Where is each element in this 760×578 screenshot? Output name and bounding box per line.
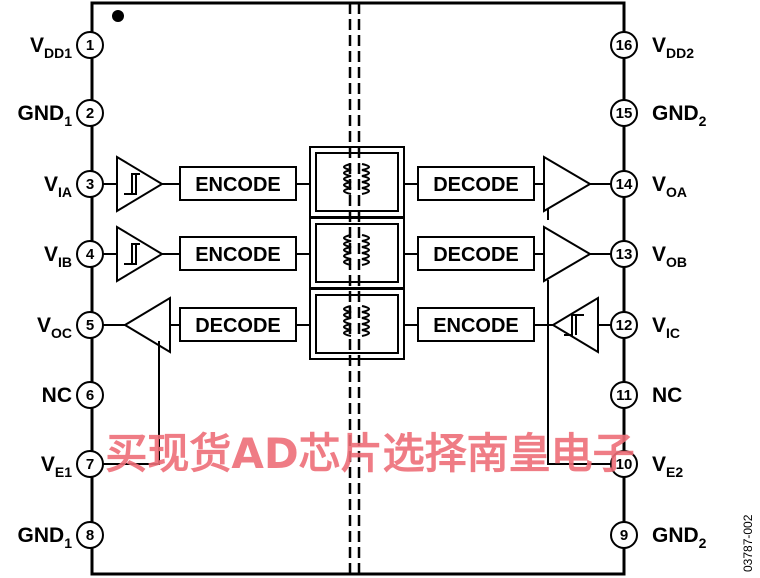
pin-label: GND2 xyxy=(652,524,707,551)
decode-label: DECODE xyxy=(433,244,519,266)
pin-label: GND1 xyxy=(18,102,73,129)
figure-code: 03787-002 xyxy=(741,514,755,572)
pin1-dot-icon xyxy=(112,10,124,22)
pin-label: VDD2 xyxy=(652,34,694,61)
enable-line-ve2 xyxy=(547,280,611,465)
pin-number: 4 xyxy=(86,246,95,263)
channel-c: DECODE ENCODE xyxy=(103,296,611,354)
pin-label: VIA xyxy=(44,173,72,200)
pin-3: 3 VIA xyxy=(44,170,104,200)
pin-number: 10 xyxy=(616,456,633,473)
transformer-1 xyxy=(309,146,405,218)
encode-label: ENCODE xyxy=(195,244,281,266)
pin-label: NC xyxy=(652,384,682,407)
pin-number: 3 xyxy=(86,176,94,193)
watermark-text: 买现货AD芯片选择南皇电子 xyxy=(105,429,634,478)
pin-number: 9 xyxy=(620,527,628,544)
left-pins: 1 VDD1 2 GND1 3 VIA 4 VIB 5 VOC 6 NC xyxy=(18,31,104,551)
pin-number: 6 xyxy=(86,387,94,404)
pin-number: 2 xyxy=(86,105,94,122)
output-buffer-icon xyxy=(123,296,171,354)
encode-label: ENCODE xyxy=(195,174,281,196)
pin-7: 7 VE1 xyxy=(41,450,104,480)
pin-label: VIC xyxy=(652,314,680,341)
pin-number: 1 xyxy=(86,37,94,54)
pin-number: 16 xyxy=(616,37,633,54)
pin-number: 11 xyxy=(616,387,632,404)
pin-label: NC xyxy=(42,384,72,407)
enable-line-ve1 xyxy=(103,341,160,465)
pin-13: 13 VOB xyxy=(610,240,687,270)
pin-1: 1 VDD1 xyxy=(30,31,104,61)
pin-label: VOC xyxy=(37,314,72,341)
right-pins: 16 VDD2 15 GND2 14 VOA 13 VOB 12 VIC 11 … xyxy=(610,31,707,551)
pin-number: 15 xyxy=(616,105,633,122)
pin-number: 14 xyxy=(616,176,633,193)
pin-label: VE1 xyxy=(41,453,72,480)
pin-label: VOB xyxy=(652,243,687,270)
schmitt-buffer-icon xyxy=(116,155,164,213)
decode-label: DECODE xyxy=(433,174,519,196)
channel-a: ENCODE DECODE xyxy=(103,155,611,220)
pin-14: 14 VOA xyxy=(610,170,687,200)
pin-15: 15 GND2 xyxy=(610,99,707,129)
pin-label: VE2 xyxy=(652,453,683,480)
pin-number: 12 xyxy=(616,317,633,334)
pin-9: 9 GND2 xyxy=(610,521,707,551)
pin-6: 6 NC xyxy=(42,381,104,409)
pin-4: 4 VIB xyxy=(44,240,104,270)
pin-label: VIB xyxy=(44,243,72,270)
output-buffer-icon xyxy=(543,225,592,283)
pin-2: 2 GND1 xyxy=(18,99,104,129)
pin-number: 7 xyxy=(86,456,94,473)
pin-12: 12 VIC xyxy=(610,311,680,341)
pin-11: 11 NC xyxy=(610,381,682,409)
pin-5: 5 VOC xyxy=(37,311,104,341)
output-buffer-icon xyxy=(543,155,592,213)
pin-number: 8 xyxy=(86,527,94,544)
pin-label: VOA xyxy=(652,173,687,200)
pin-label: VDD1 xyxy=(30,34,72,61)
channel-b: ENCODE DECODE xyxy=(103,225,611,283)
pin-label: GND1 xyxy=(18,524,73,551)
transformer-2 xyxy=(309,217,405,289)
pin-label: GND2 xyxy=(652,102,707,129)
pin-10: 10 VE2 xyxy=(610,450,683,480)
encode-label: ENCODE xyxy=(433,315,519,337)
schmitt-buffer-icon xyxy=(116,225,164,283)
transformer-3 xyxy=(309,288,405,360)
pin-number: 5 xyxy=(86,317,94,334)
decode-label: DECODE xyxy=(195,315,281,337)
pin-number: 13 xyxy=(616,246,633,263)
pin-8: 8 GND1 xyxy=(18,521,104,551)
pin-16: 16 VDD2 xyxy=(610,31,694,61)
